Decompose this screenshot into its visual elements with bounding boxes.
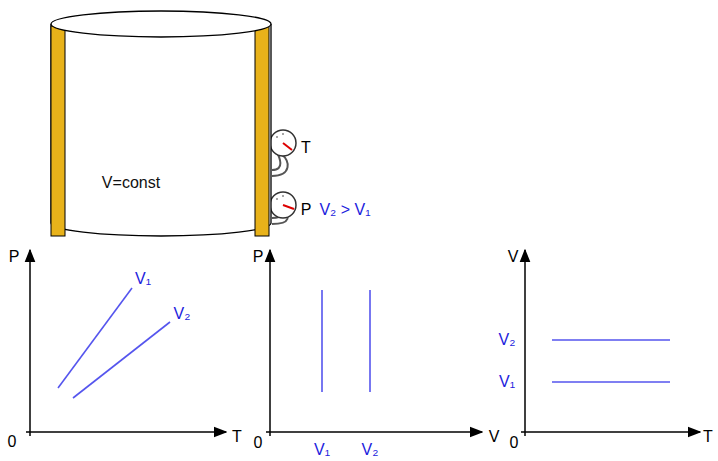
axis-label: P [9, 249, 20, 265]
tick-label: V₂ [499, 332, 516, 348]
gauge-label: P [301, 202, 312, 218]
axis-label: P [253, 249, 264, 265]
thermometer-gauge [270, 130, 296, 156]
vessel-label: V=const [102, 174, 160, 192]
origin-label: 0 [254, 435, 263, 451]
isochore-line [58, 288, 670, 398]
cylinder-outline [50, 8, 272, 240]
axis-label: T [232, 429, 242, 445]
tick-label: V₁ [314, 442, 330, 458]
origin-label: 0 [8, 434, 17, 450]
axis-label: T [703, 429, 713, 445]
axis-label: V [489, 429, 500, 445]
cylinder-vessel: V=const [50, 8, 272, 240]
tick-label: V₁ [499, 374, 515, 390]
axis [26, 250, 700, 436]
curve-label: V₁ [135, 271, 151, 287]
condition-note: V₂ > V₁ [319, 202, 370, 218]
pressure-gauge [270, 192, 296, 218]
curve-label: V₂ [174, 306, 191, 322]
origin-label: 0 [510, 435, 519, 451]
gauge-label: T [301, 140, 311, 156]
axis-label: V [508, 249, 519, 265]
tick-label: V₂ [362, 442, 379, 458]
